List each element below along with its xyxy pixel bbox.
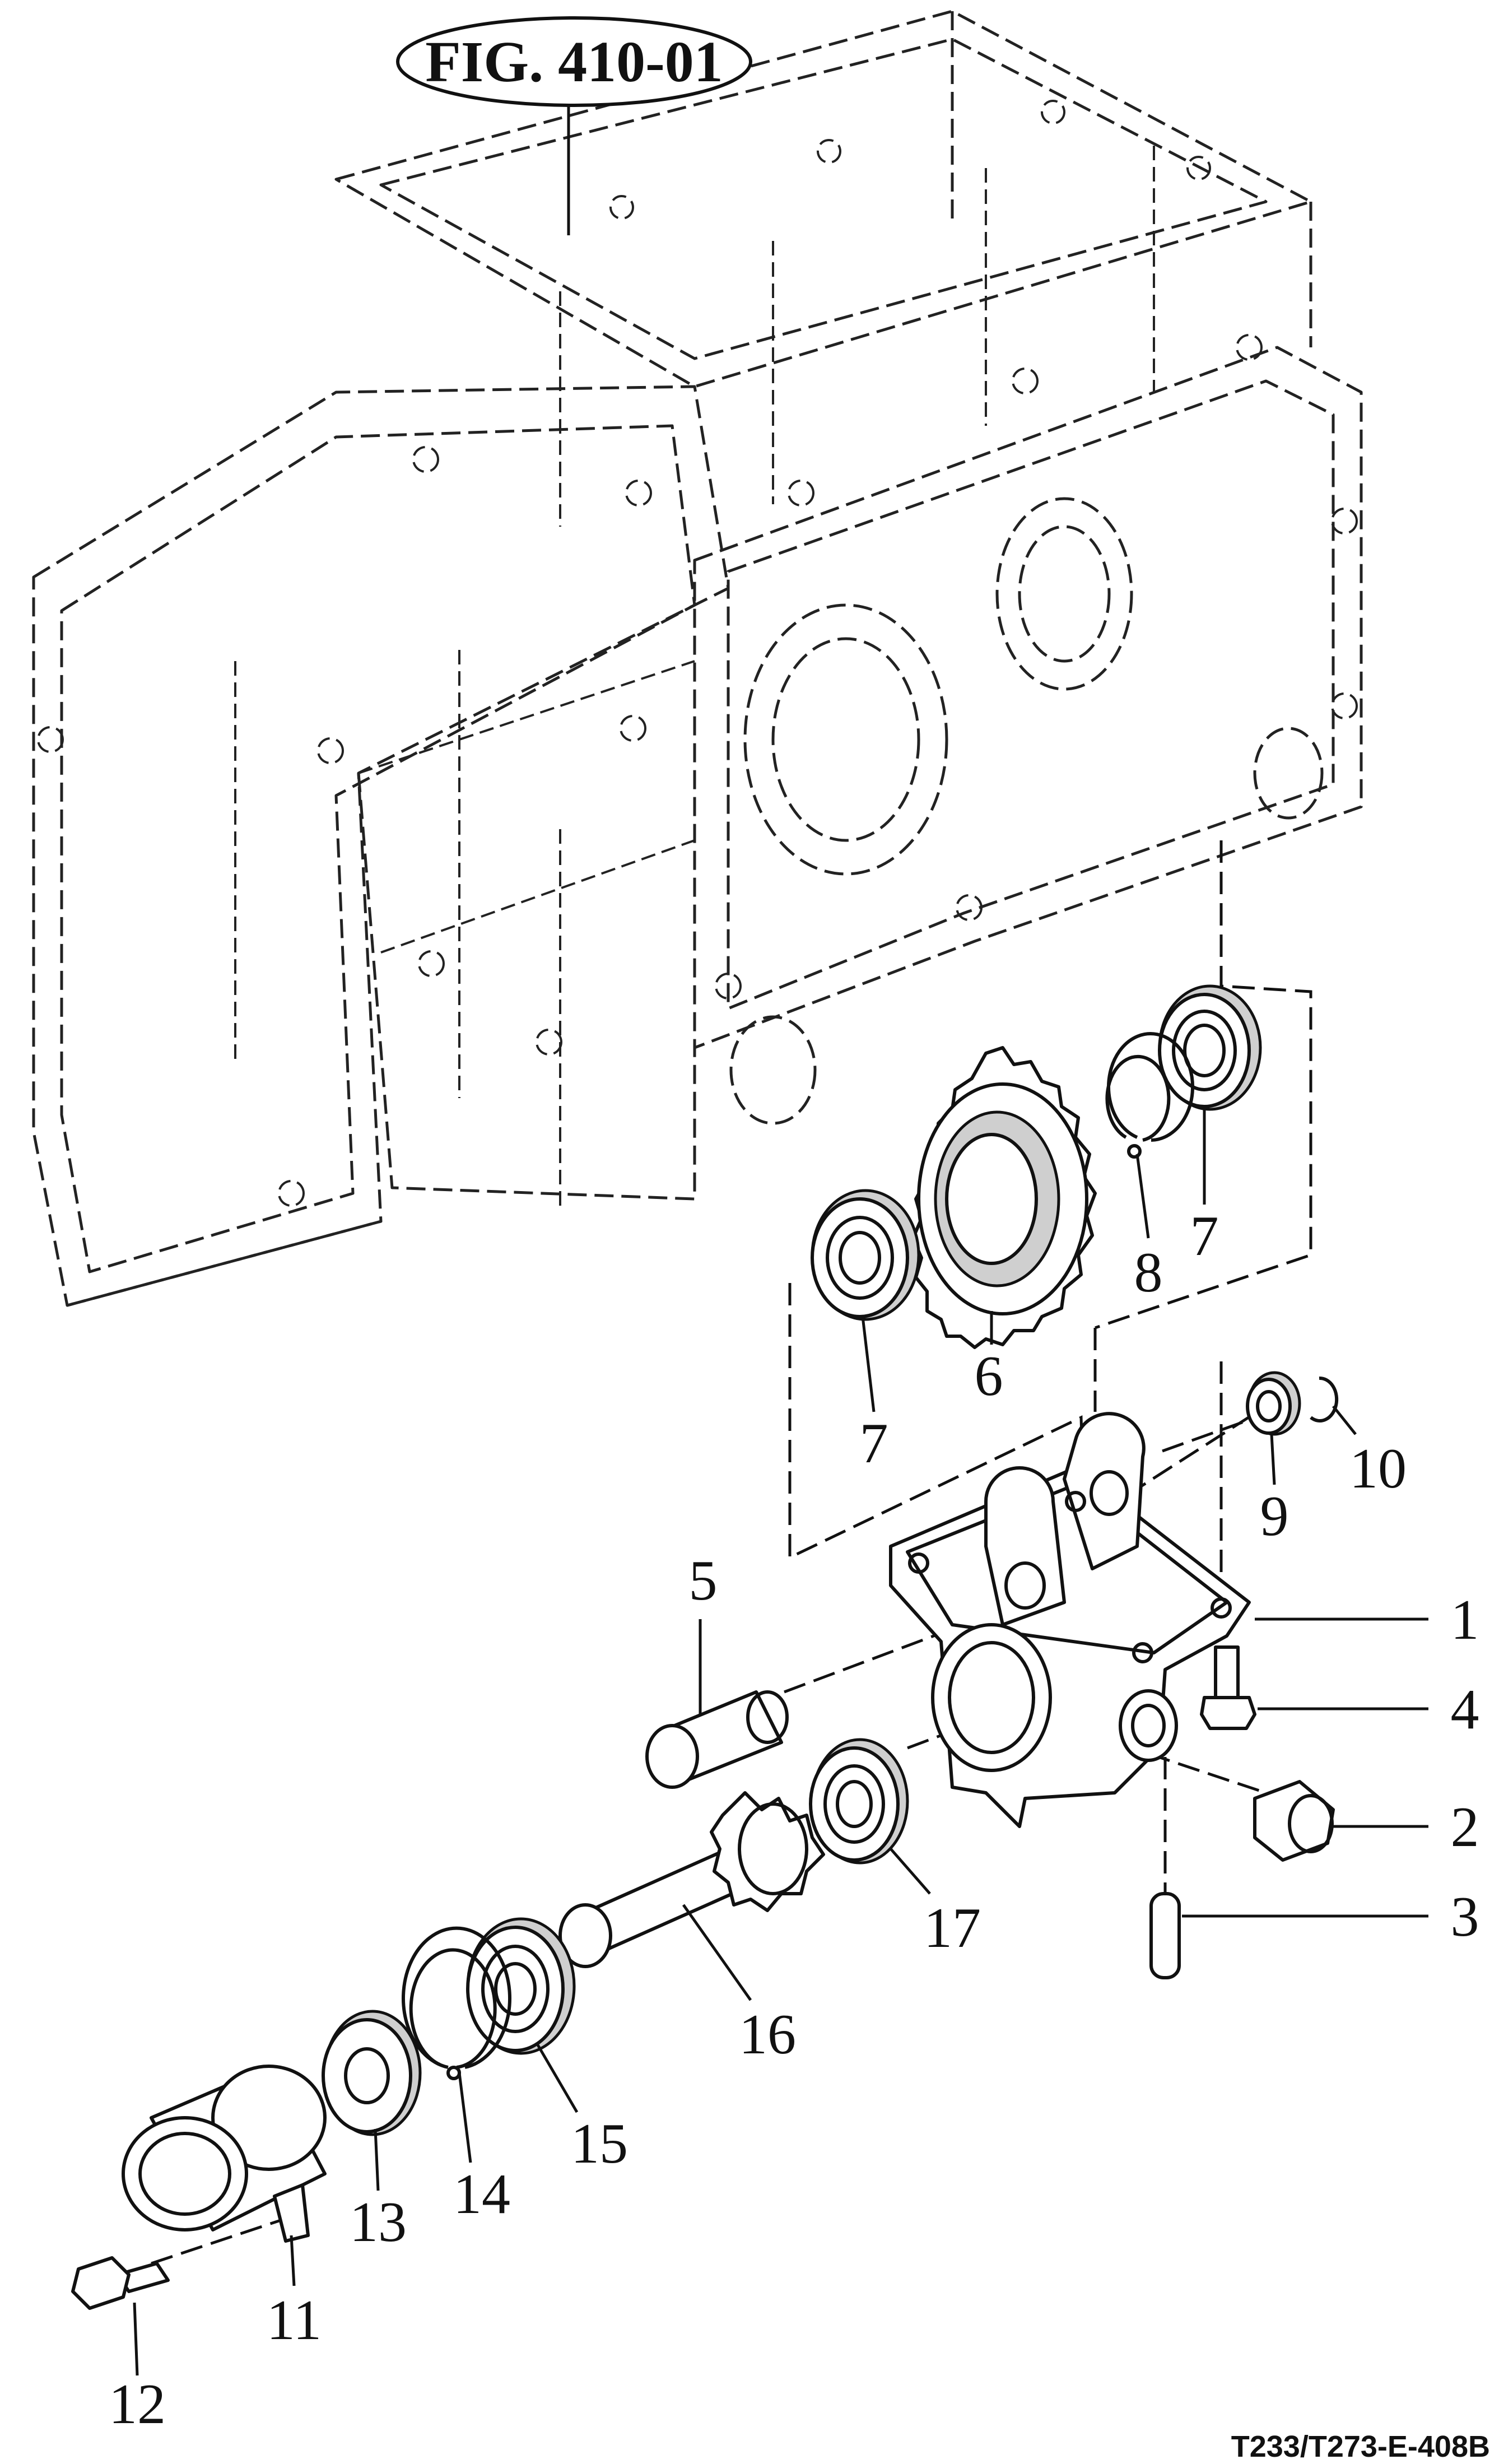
callout-3: 3	[1451, 1885, 1479, 1949]
callout-8: 8	[1134, 1241, 1163, 1304]
callout-10: 10	[1349, 1437, 1407, 1500]
bolt-4	[1200, 1645, 1256, 1730]
pin-3	[1149, 1892, 1181, 1979]
callout-15: 15	[571, 2112, 628, 2175]
plug-2	[1253, 1780, 1335, 1862]
retaining-ring-10	[1310, 1376, 1339, 1422]
bearing-upper	[1158, 984, 1262, 1111]
callout-9: 9	[1260, 1485, 1289, 1548]
callout-17: 17	[924, 1896, 981, 1960]
bolt-12	[71, 2256, 170, 2310]
figure-reference: FIG. 410-01	[396, 16, 752, 235]
transmission-case-phantom	[32, 10, 1363, 1307]
bearing-lower	[811, 1189, 920, 1321]
bearing-17	[809, 1738, 909, 1865]
cover-11	[122, 2065, 327, 2243]
callout-7-upper: 7	[1190, 1205, 1219, 1268]
pinion-shaft-16	[558, 1791, 825, 1968]
callout-1: 1	[1451, 1588, 1479, 1652]
drawing-code: T233/T273-E-408B	[1231, 2430, 1490, 2463]
callouts: 1 2 3 4 5 6 7 7 8 9 10 11 12 13 14 15 16…	[109, 1205, 1479, 2436]
washer-13	[322, 2010, 422, 2136]
callout-7-lower: 7	[860, 1412, 888, 1475]
idler-gear-6	[911, 1046, 1097, 1349]
callout-13: 13	[350, 2191, 407, 2254]
callout-2: 2	[1451, 1796, 1479, 1859]
callout-12: 12	[109, 2373, 166, 2436]
collar-9	[1246, 1371, 1301, 1436]
pto-housing-1	[889, 1412, 1251, 1828]
callout-14: 14	[453, 2163, 510, 2226]
callout-6: 6	[975, 1345, 1003, 1408]
callout-16: 16	[739, 2003, 796, 2066]
callout-5: 5	[689, 1549, 718, 1612]
callout-11: 11	[267, 2289, 322, 2352]
callout-4: 4	[1451, 1678, 1479, 1741]
leader-lines	[133, 1107, 1428, 2376]
shaft-5	[645, 1690, 789, 1789]
snap-ring-8	[1105, 1032, 1194, 1159]
figure-reference-label: FIG. 410-01	[425, 30, 723, 94]
